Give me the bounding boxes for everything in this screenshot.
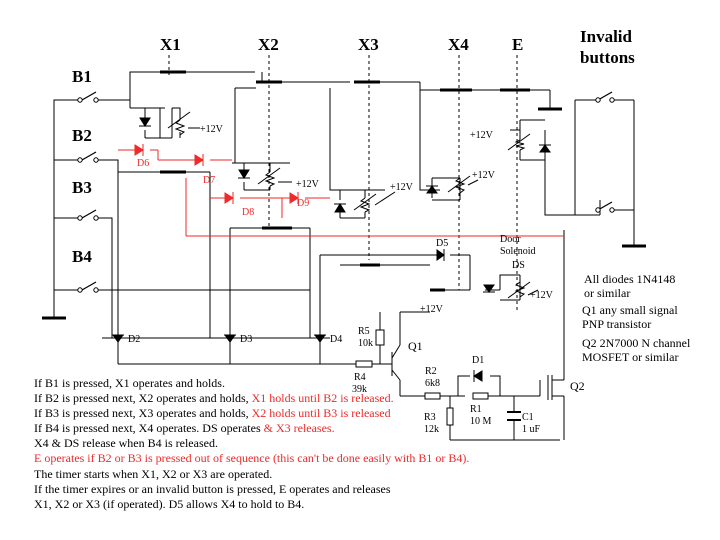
supply-labels: +12V +12V +12V +12V +12V +12V +12V: [200, 124, 554, 315]
relay-label-e: E: [512, 35, 523, 54]
description-line: If B1 is pressed, X1 operates and holds.: [34, 376, 225, 390]
resistor-value-r2: 6k8: [425, 378, 440, 389]
diode-symbols: [112, 117, 551, 382]
button-label-b1: B1: [72, 67, 92, 86]
resistor-label-r2: R2: [425, 366, 437, 377]
button-label-b4: B4: [72, 247, 92, 266]
relay-mechanical-links: [168, 55, 518, 310]
diode-label-d4: D4: [330, 334, 342, 345]
diode-label-d6: D6: [137, 158, 149, 169]
sequence-diodes: [134, 144, 299, 204]
resistor-value-r4: 39k: [352, 384, 367, 395]
door-solenoid-line3: DS: [512, 260, 525, 271]
supply-label: +12V: [200, 124, 224, 135]
diode-label-d5: D5: [436, 238, 448, 249]
resistor-value-r1: 10 M: [470, 416, 492, 427]
door-solenoid-line2: Solenoid: [500, 246, 536, 257]
relay-label-x2: X2: [258, 35, 279, 54]
diode-label-d1: D1: [472, 355, 484, 366]
supply-label: +12V: [530, 290, 554, 301]
relay-contact-bars: [160, 70, 530, 292]
wiring: [53, 71, 635, 441]
resistor-label-r1: R1: [470, 404, 482, 415]
diode-label-d3: D3: [240, 334, 252, 345]
supply-label: +12V: [470, 130, 494, 141]
capacitor-label: C1: [522, 412, 534, 423]
description-line: X4 & DS release when B4 is released.: [34, 436, 218, 451]
switch-terminals: [77, 97, 615, 293]
diode-label-d8: D8: [242, 207, 254, 218]
capacitor-c1: [507, 411, 521, 421]
description-line: E operates if B2 or B3 is pressed out of…: [34, 451, 470, 466]
parts-note-q1: Q1 any small signal PNP transistor: [582, 303, 678, 331]
diode-label-d9: D9: [297, 198, 309, 209]
description-line: X1, X2 or X3 (if operated). D5 allows X4…: [34, 496, 305, 511]
transistor-label-q2: Q2: [570, 379, 585, 393]
supply-label: +12V: [420, 304, 444, 315]
description-line: The timer starts when X1, X2 or X3 are o…: [34, 466, 273, 481]
transistor-label-q1: Q1: [408, 339, 423, 353]
supply-label: +12V: [390, 182, 414, 193]
parts-note-q2: Q2 2N7000 N channel MOSFET or similar: [582, 336, 691, 364]
supply-label: +12V: [472, 170, 496, 181]
ground-bars: [42, 107, 646, 320]
transistor-q1: [391, 311, 430, 381]
parts-note-diodes: All diodes 1N4148 or similar: [584, 272, 676, 300]
coil-resistors: [167, 111, 531, 299]
relay-label-x4: X4: [448, 35, 469, 54]
invalid-buttons-line1: Invalid: [580, 27, 633, 46]
relay-label-x1: X1: [160, 35, 181, 54]
resistor-value-r3: 12k: [424, 424, 439, 435]
resistor-label-r3: R3: [424, 412, 436, 423]
resistor-label-r4: R4: [354, 372, 366, 383]
button-label-b2: B2: [72, 126, 92, 145]
relay-label-x3: X3: [358, 35, 379, 54]
description-line: If B3 is pressed next, X3 operates and h…: [34, 406, 391, 421]
door-solenoid-line1: Door: [500, 234, 521, 245]
button-label-b3: B3: [72, 178, 92, 197]
switch-contacts: [81, 91, 613, 291]
resistor-label-r5: R5: [358, 326, 370, 337]
supply-label: +12V: [296, 179, 320, 190]
diode-label-d7: D7: [203, 175, 215, 186]
capacitor-value: 1 uF: [522, 424, 541, 435]
timer-resistors: [355, 329, 489, 426]
description-line: If B4 is pressed next, X4 operates. DS o…: [34, 421, 335, 436]
diode-label-d2: D2: [128, 334, 140, 345]
sequence-wiring: [118, 149, 564, 237]
description-line: If B2 is pressed next, X2 operates and h…: [34, 391, 394, 406]
resistor-value-r5: 10k: [358, 338, 373, 349]
transistor-q2: [547, 375, 553, 400]
operation-description: If B1 is pressed, X1 operates and holds.…: [34, 376, 594, 512]
description-line: If the timer expires or an invalid butto…: [34, 481, 391, 496]
invalid-buttons-line2: buttons: [580, 48, 635, 67]
